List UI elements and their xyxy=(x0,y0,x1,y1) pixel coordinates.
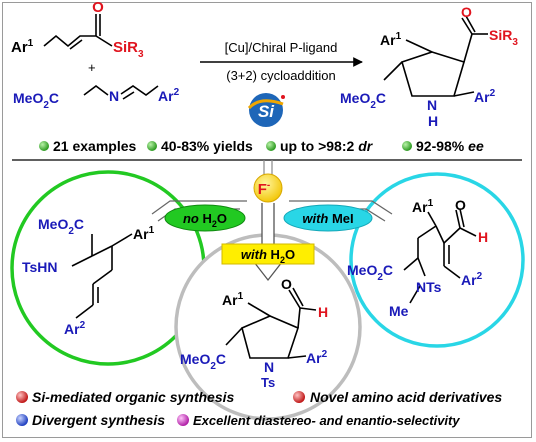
center-ts-label: Ts xyxy=(261,375,275,390)
reaction-arrow: [Cu]/Chiral P-ligand (3+2) cycloaddition xyxy=(200,40,363,83)
feature-amino-acid: Novel amino acid derivatives xyxy=(310,389,502,405)
product-nitrogen-label: N xyxy=(427,97,437,113)
stat-bullet xyxy=(39,141,49,151)
enone-ar1-label: Ar1 xyxy=(11,38,34,56)
with-water-label: with H2O xyxy=(241,247,295,265)
product-oxygen-label: O xyxy=(461,4,472,20)
center-product-structure: O H Ar1 MeO2C N Ts Ar2 xyxy=(180,276,328,390)
stat-bullet xyxy=(266,141,276,151)
imine-ar2-label: Ar2 xyxy=(158,87,180,104)
product-silyl-label: SiR3 xyxy=(489,27,518,48)
si-logo: Si xyxy=(247,93,285,127)
right-ester-label: MeO2C xyxy=(347,262,393,283)
fluoride-badge: F- xyxy=(253,173,283,203)
reactant-enone: O Ar1 SiR3 xyxy=(11,0,144,60)
stat-examples: 21 examples xyxy=(53,138,136,154)
left-ar2-label: Ar2 xyxy=(64,320,86,337)
stat-yields: 40-83% yields xyxy=(161,138,253,154)
right-me-label: Me xyxy=(389,303,409,319)
with-water-tag: with H2O xyxy=(221,243,315,265)
with-mei-label: with MeI xyxy=(302,211,353,226)
center-ar1-label: Ar1 xyxy=(222,291,244,308)
right-ar2-label: Ar2 xyxy=(461,271,483,288)
center-aldehyde-h-label: H xyxy=(318,304,328,320)
stat-ee: 92-98% ee xyxy=(416,138,484,154)
center-ester-label: MeO2C xyxy=(180,351,226,372)
product-ar2-label: Ar2 xyxy=(474,88,496,105)
imine-nitrogen-label: N xyxy=(109,88,119,104)
condition-label: (3+2) cycloaddition xyxy=(226,68,335,83)
right-aldehyde-h-label: H xyxy=(478,229,488,245)
imine-ester-label: MeO2C xyxy=(13,90,59,111)
reactant-imine: MeO2C N Ar2 xyxy=(13,85,180,111)
product-ar1-label: Ar1 xyxy=(380,31,402,48)
stat-bullet xyxy=(147,141,157,151)
left-ar1-label: Ar1 xyxy=(133,225,155,242)
fluoride-label: F- xyxy=(258,180,271,198)
no-water-label: no H2O xyxy=(183,211,227,229)
feature-si-mediated: Si-mediated organic synthesis xyxy=(32,389,234,405)
right-oxygen-label: O xyxy=(455,197,466,213)
feature-selectivity: Excellent diastereo- and enantio-selecti… xyxy=(193,413,460,428)
feature-list: Si-mediated organic synthesis Novel amin… xyxy=(16,389,502,428)
product-pyrrolidine: O Ar1 SiR3 MeO2C N H Ar2 xyxy=(340,4,518,129)
stat-dr: up to >98:2 dr xyxy=(280,138,374,154)
left-product-structure: MeO2C TsHN Ar1 Ar2 xyxy=(22,216,155,337)
left-tshn-label: TsHN xyxy=(22,259,58,275)
figure-frame xyxy=(2,2,532,438)
stat-bullet xyxy=(402,141,412,151)
center-oxygen-label: O xyxy=(281,276,292,292)
center-ar2-label: Ar2 xyxy=(306,349,328,366)
feature-bullet-red xyxy=(16,391,28,403)
enone-silyl-label: SiR3 xyxy=(113,39,144,60)
center-nitrogen-label: N xyxy=(264,359,274,375)
right-ar1-label: Ar1 xyxy=(412,198,434,215)
left-ester-label: MeO2C xyxy=(38,216,84,237)
with-mei-tag: with MeI xyxy=(283,204,373,232)
right-product-structure: O H Ar1 MeO2C NTs Me Ar2 xyxy=(347,197,488,319)
plus-sign: + xyxy=(88,60,96,75)
feature-bullet-red xyxy=(293,391,305,403)
stats-row: 21 examples 40-83% yields up to >98:2 dr… xyxy=(12,138,522,161)
catalyst-label: [Cu]/Chiral P-ligand xyxy=(225,40,338,55)
right-product-circle xyxy=(349,172,525,348)
enone-oxygen-label: O xyxy=(92,0,104,16)
product-nh-label: H xyxy=(428,113,438,129)
feature-divergent: Divergent synthesis xyxy=(32,412,165,428)
feature-bullet-blue xyxy=(16,414,28,426)
product-ester-label: MeO2C xyxy=(340,90,386,111)
no-water-tag: no H2O xyxy=(164,204,246,232)
feature-bullet-pink xyxy=(177,414,189,426)
svg-text:Si: Si xyxy=(258,102,275,121)
right-nts-label: NTs xyxy=(416,279,442,295)
